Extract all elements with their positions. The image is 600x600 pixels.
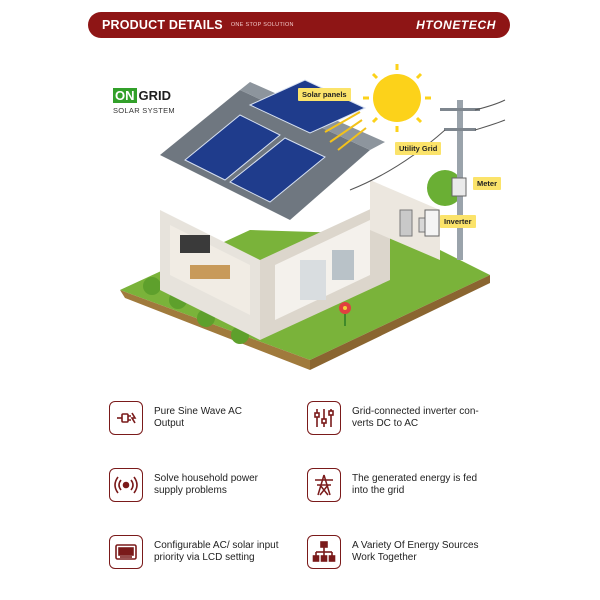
feature-text: Grid-connected inverter con- verts DC to… [352,405,479,430]
power-tower-icon [307,468,341,502]
house-illustration: Solar panels Utility Grid Meter Inverter [100,60,520,370]
house-scene-graphic [120,64,506,370]
header-tagline: ONE STOP SOLUTION [230,22,294,28]
feature-text: Pure Sine Wave AC Output [154,405,243,430]
feature-item: The generated energy is fed into the gri… [307,468,507,502]
feature-item: Pure Sine Wave AC Output [109,401,309,435]
plug-wave-icon [109,401,143,435]
feature-text: Solve household power supply problems [154,472,258,497]
features-list: Pure Sine Wave AC Output Grid-connected … [0,395,600,595]
signal-icon [109,468,143,502]
feature-text: Configurable AC/ solar input priority vi… [154,539,279,564]
feature-text: The generated energy is fed into the gri… [352,472,478,497]
feature-text: A Variety Of Energy Sources Work Togethe… [352,539,479,564]
system-subtitle: SOLAR SYSTEM [113,106,175,115]
grid-title: GRID [138,88,172,103]
brand-logo: HTONETECH [416,18,496,32]
feature-item: Configurable AC/ solar input priority vi… [109,535,309,569]
feature-item: Grid-connected inverter con- verts DC to… [307,401,507,435]
system-title: ON GRID SOLAR SYSTEM [113,88,175,115]
feature-item: Solve household power supply problems [109,468,309,502]
callout-inverter: Inverter [440,215,476,228]
lcd-icon [109,535,143,569]
on-badge: ON [113,88,137,103]
sliders-icon [307,401,341,435]
page-title: PRODUCT DETAILS [102,18,223,32]
feature-item: A Variety Of Energy Sources Work Togethe… [307,535,507,569]
network-icon [307,535,341,569]
header-banner: PRODUCT DETAILS ONE STOP SOLUTION HTONET… [88,12,510,38]
callout-utility-grid: Utility Grid [395,142,442,155]
callout-solar-panels: Solar panels [298,88,351,101]
callout-meter: Meter [473,177,502,190]
